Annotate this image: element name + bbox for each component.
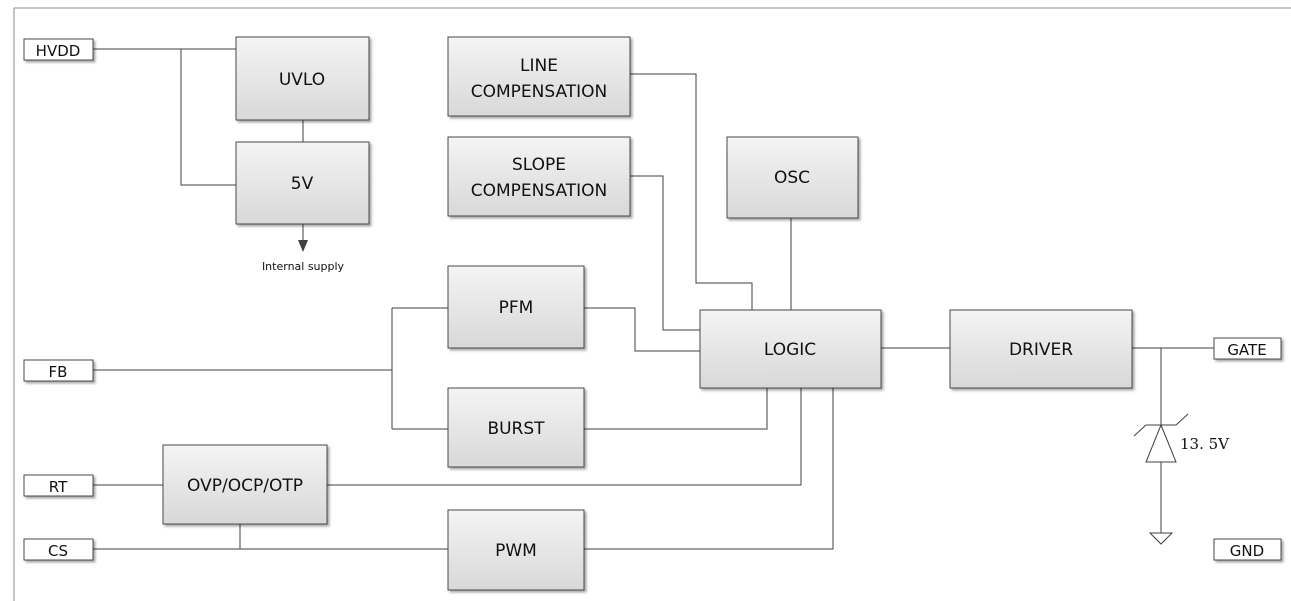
pin-rt: RT [23,474,94,497]
block-label: LOGIC [764,340,816,360]
pin-label: RT [49,478,68,496]
pin-label: CS [48,542,68,560]
block-pwm: PWM [447,509,585,591]
pin-gate: GATE [1213,337,1282,360]
block-label-line2: COMPENSATION [471,82,608,102]
internal-supply-label: Internal supply [262,260,345,273]
pin-fb: FB [23,359,94,382]
block-ovp-ocp-otp: OVP/OCP/OTP [162,444,328,525]
block-osc: OSC [726,136,859,219]
pin-label: HVDD [36,42,81,60]
block-pfm: PFM [447,265,585,349]
block-line-compensation: LINE COMPENSATION [447,36,631,117]
block-label: PFM [499,298,534,318]
pin-gnd: GND [1213,538,1282,561]
block-burst: BURST [447,387,585,468]
block-label: OSC [774,168,810,188]
block-label-line2: COMPENSATION [471,181,608,201]
block-label: DRIVER [1009,340,1073,360]
block-logic: LOGIC [699,309,882,389]
block-driver: DRIVER [949,309,1133,389]
block-label-line1: SLOPE [512,155,566,175]
block-label: UVLO [279,70,325,90]
block-label-line1: LINE [520,56,558,76]
block-label: OVP/OCP/OTP [187,476,303,496]
pin-label: GND [1230,542,1264,560]
internal-supply-arrow [298,240,308,252]
ground-icon [1148,532,1174,545]
block-5v: 5V [235,141,370,225]
block-uvlo: UVLO [235,36,370,121]
zener-diode-symbol [1133,413,1189,463]
block-label: BURST [487,419,545,439]
pin-label: GATE [1227,341,1266,359]
pin-hvdd: HVDD [23,38,94,61]
block-slope-compensation: SLOPE COMPENSATION [447,136,631,217]
diagram-frame [13,7,1291,601]
pin-cs: CS [23,538,94,561]
block-label: PWM [495,541,537,561]
wires [93,48,1214,550]
zener-voltage-label: 13. 5V [1180,435,1230,453]
block-label: 5V [291,174,314,194]
pin-label: FB [49,363,68,381]
